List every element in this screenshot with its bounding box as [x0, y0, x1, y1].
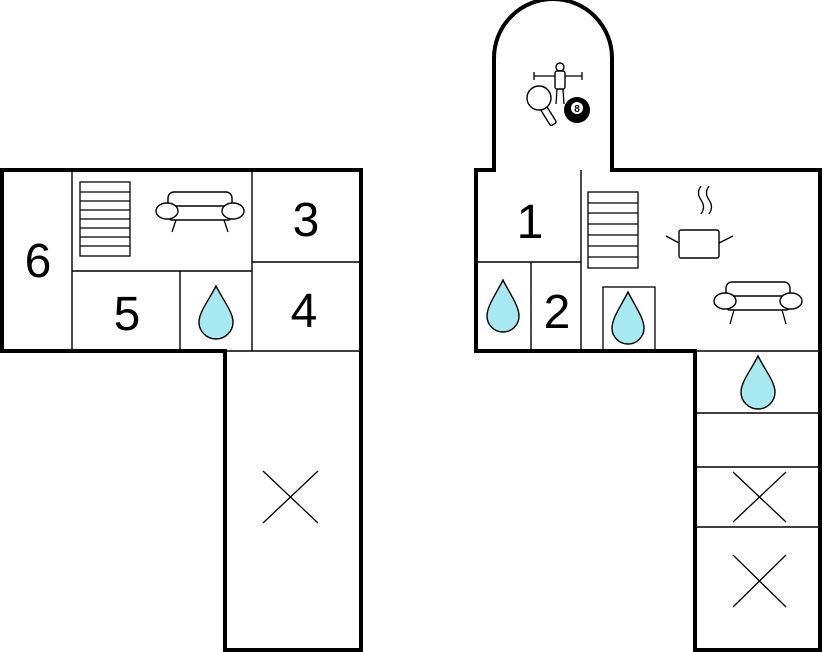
bedroom-cross-icon [732, 471, 787, 523]
cooking-pot-icon [665, 185, 734, 259]
bathroom-water-drop-icon [611, 290, 645, 345]
room-6-label: 6 [25, 235, 52, 288]
room-1-label: 1 [517, 196, 544, 249]
room-5-label: 5 [114, 288, 141, 341]
staircase-icon [79, 181, 131, 257]
bathroom-water-drop-icon [740, 354, 776, 410]
billiard-ball-number: 8 [574, 104, 580, 115]
room-4-label: 4 [291, 285, 318, 338]
sofa-icon [713, 281, 803, 325]
bedroom-cross-icon [732, 554, 787, 608]
bedroom-cross-icon [262, 470, 319, 524]
left-building: 6 5 3 4 [0, 168, 363, 652]
room-3-label: 3 [293, 194, 320, 247]
room-2-label: 2 [544, 286, 571, 339]
foosball-icon [533, 62, 583, 105]
bathroom-water-drop-icon [486, 278, 520, 333]
left-building-outer-wall [0, 168, 363, 652]
shower-cabinet [602, 286, 656, 352]
staircase-icon [587, 191, 639, 269]
billiard-8-ball-icon: 8 [564, 97, 590, 123]
sofa-icon [155, 191, 245, 233]
right-building: 8 1 2 [474, 0, 822, 652]
ping-pong-paddle-icon [526, 85, 557, 127]
bathroom-water-drop-icon [198, 284, 234, 340]
right-building-outer-wall [474, 0, 822, 652]
